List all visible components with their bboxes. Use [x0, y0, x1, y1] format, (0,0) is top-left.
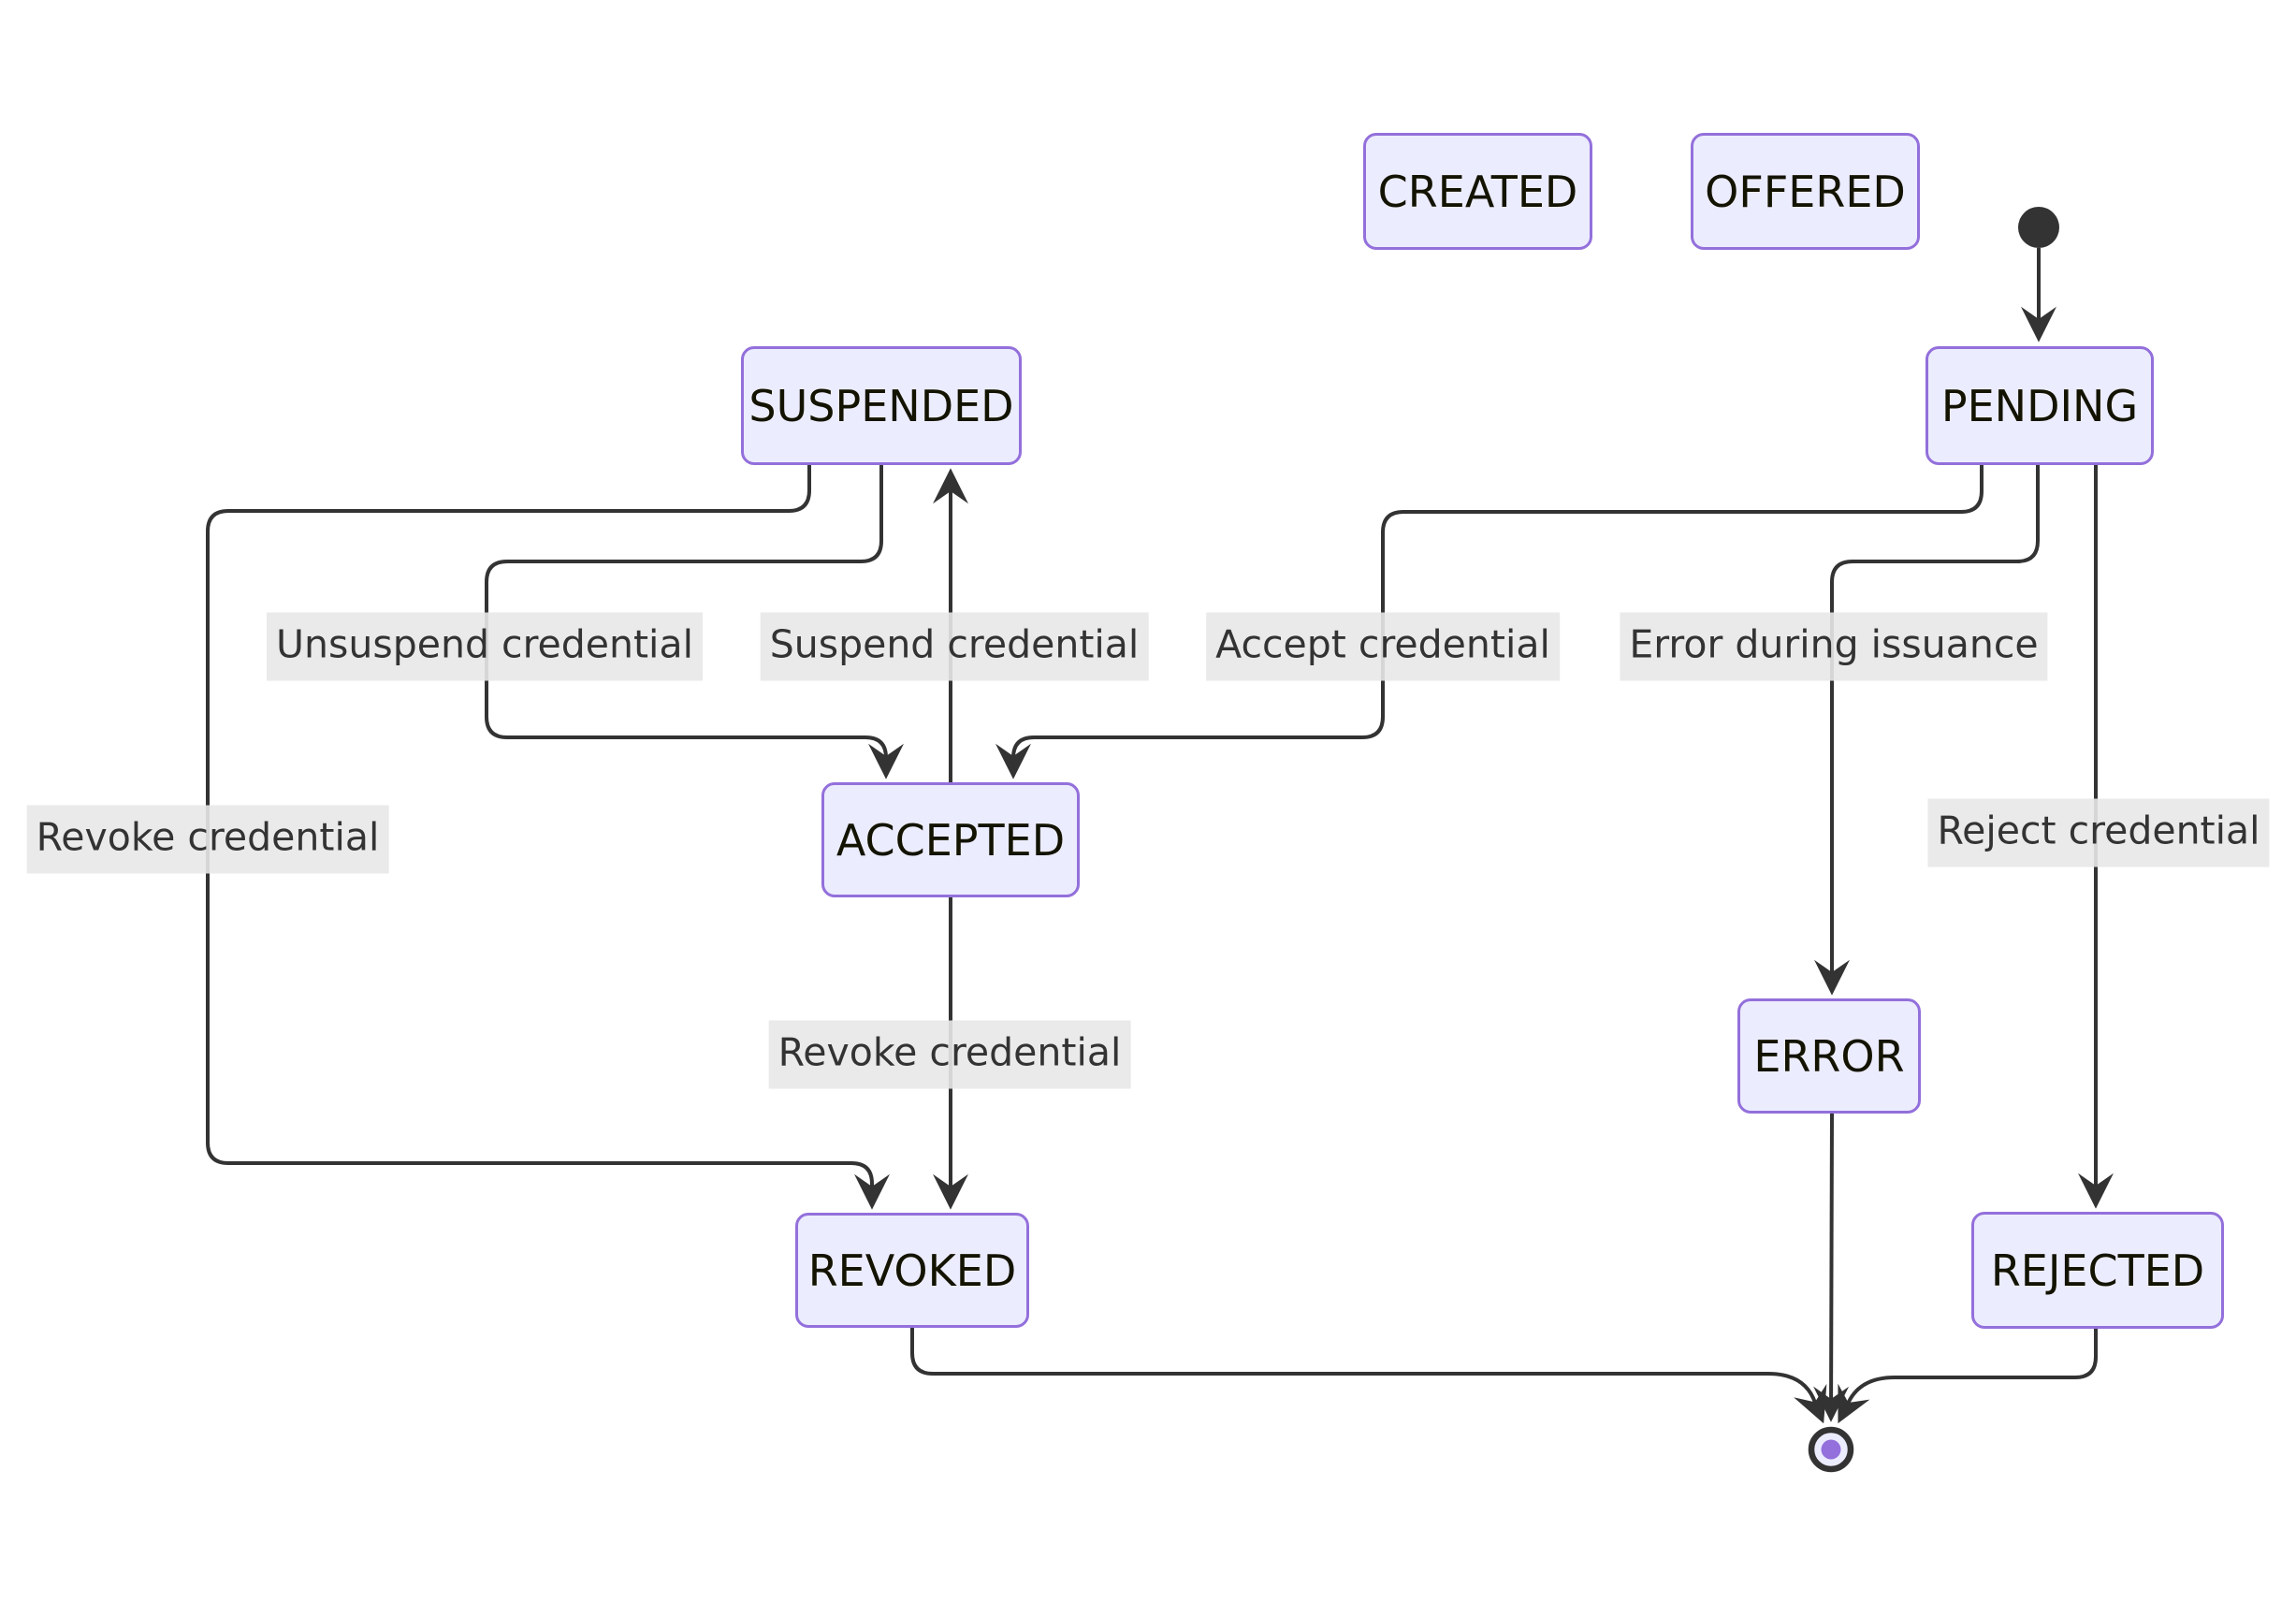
state-rejected: REJECTED — [1971, 1212, 2224, 1329]
state-created: CREATED — [1363, 133, 1592, 250]
state-pending: PENDING — [1925, 346, 2154, 465]
state-offered: OFFERED — [1691, 133, 1920, 250]
edge-label-revoke-credential-center: Revoke credential — [768, 1020, 1131, 1089]
edge-label-suspend-credential: Suspend credential — [760, 612, 1149, 681]
state-suspended: SUSPENDED — [741, 346, 1022, 465]
edge-revoked-to-final — [910, 1327, 1827, 1424]
state-accepted: ACCEPTED — [821, 782, 1080, 897]
edge-label-revoke-credential-left: Revoke credential — [26, 805, 389, 874]
initial-state-dot — [2018, 207, 2059, 248]
edge-label-reject-credential: Reject credential — [1927, 798, 2270, 867]
edge-rejected-to-final — [1838, 1329, 2098, 1424]
final-state-inner-dot — [1821, 1439, 1841, 1460]
final-state — [1808, 1426, 1854, 1473]
edge-error-to-final — [1813, 1113, 1850, 1422]
edge-label-error-during-issuance: Error during issuance — [1620, 612, 2048, 681]
state-revoked: REVOKED — [795, 1213, 1029, 1328]
edge-label-unsuspend-credential: Unsuspend credential — [267, 612, 703, 681]
state-error: ERROR — [1737, 998, 1921, 1114]
edge-label-accept-credential: Accept credential — [1206, 612, 1560, 681]
edge-pending-to-error — [1814, 465, 2040, 996]
